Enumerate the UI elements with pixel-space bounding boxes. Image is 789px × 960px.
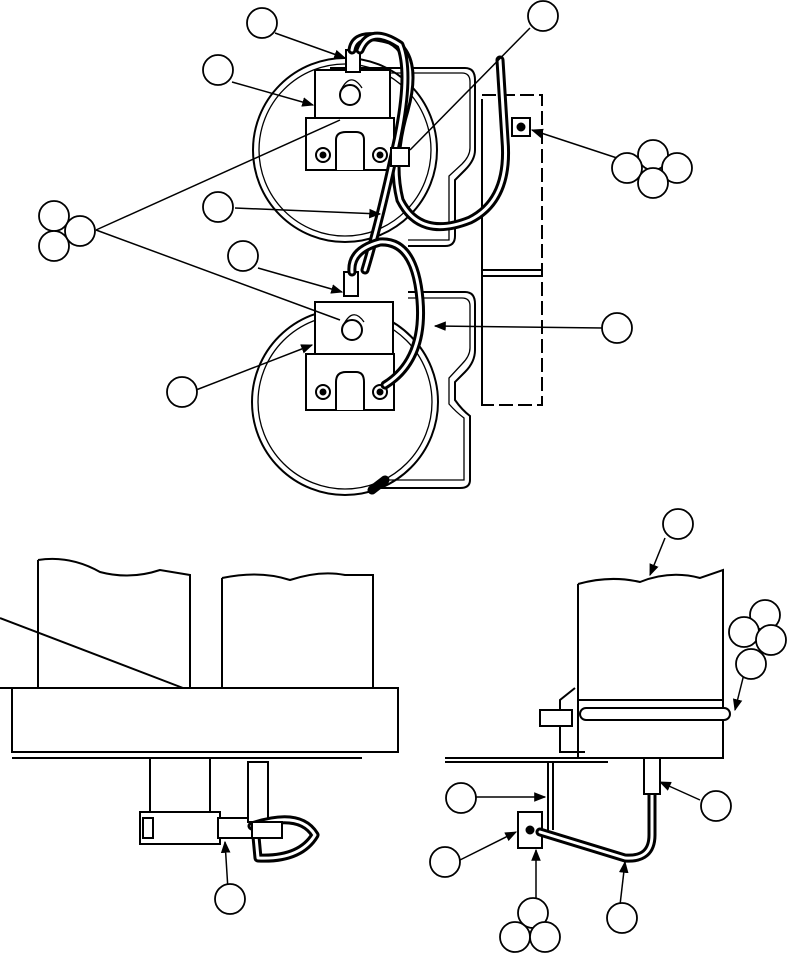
- rear-frame-dashed: [481, 94, 543, 406]
- mounting-plate: [330, 67, 476, 489]
- callout-bubble: [700, 790, 732, 822]
- callout-bubble: [38, 230, 70, 262]
- callout-bubble: [429, 846, 461, 878]
- callout-bubble: [601, 312, 633, 344]
- callout-bubble: [662, 508, 694, 540]
- callout-bubble: [527, 0, 559, 32]
- callout-bubble: [529, 921, 561, 953]
- left-base-plate: [11, 687, 399, 753]
- callout-bubble: [606, 902, 638, 934]
- callout-bubble: [728, 616, 760, 648]
- callouts: [38, 0, 787, 953]
- top-view: [95, 27, 618, 496]
- callout-bubble: [166, 376, 198, 408]
- callout-bubble: [227, 240, 259, 272]
- callout-bubble: [637, 167, 669, 199]
- callout-bubble: [445, 782, 477, 814]
- callout-bubble: [499, 921, 531, 953]
- callout-bubble: [661, 152, 693, 184]
- callout-bubble: [755, 624, 787, 656]
- right-side-view: [445, 537, 746, 906]
- callout-bubble: [202, 54, 234, 86]
- callout-bubble: [214, 883, 246, 915]
- callout-bubble: [38, 200, 70, 232]
- callout-bubble: [202, 191, 234, 223]
- lower-valve-bracket: [305, 271, 395, 411]
- left-side-view: [0, 557, 399, 891]
- callout-bubble: [246, 7, 278, 39]
- upper-valve-bracket: [305, 49, 395, 171]
- callout-bubble: [735, 648, 767, 680]
- callout-bubble: [611, 152, 643, 184]
- hose-lines-top: [347, 31, 531, 495]
- callout-bubble: [64, 215, 96, 247]
